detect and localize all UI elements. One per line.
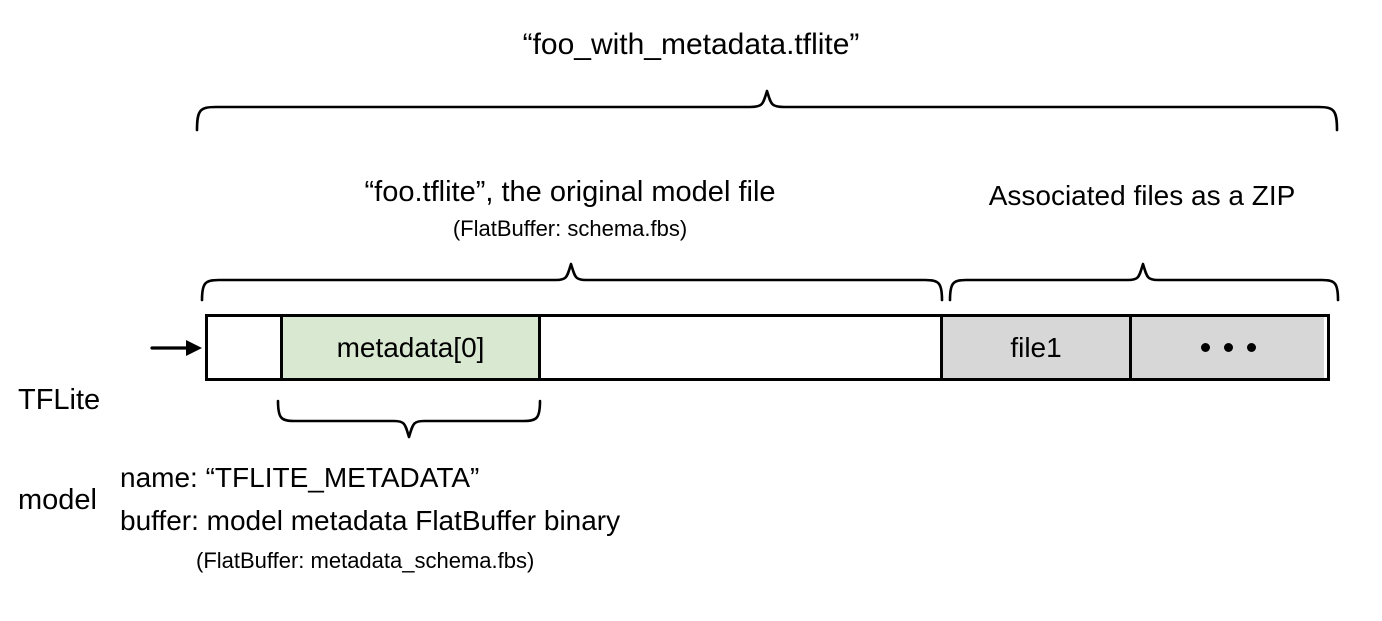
bar-cell-metadata: metadata[0] [280,317,538,378]
brace-whole-file [195,89,1339,132]
brace-model-file [200,262,944,302]
bar-cell-head [208,317,280,378]
bar-cell-model-body [538,317,940,378]
metadata-annotation-name: name: “TFLITE_METADATA” [120,462,480,493]
bar-cell-file1: file1 [940,317,1129,378]
tflite-model-caption-line1: TFLite [18,383,101,416]
model-section-label: “foo.tflite”, the original model file [364,176,776,208]
bar-cell-more-files [1129,317,1324,378]
metadata-annotation-buffer: buffer: model metadata FlatBuffer binary [120,505,621,536]
tflite-model-caption-line2: model [18,483,97,516]
model-section-sublabel: (FlatBuffer: schema.fbs) [452,216,688,241]
diagram-title: “foo_with_metadata.tflite” [522,28,860,61]
zip-section-label: Associated files as a ZIP [988,180,1296,211]
tflite-model-caption: TFLite model [18,317,158,584]
tflite-model-bar: metadata[0] file1 [205,314,1330,381]
brace-zip-files [948,262,1340,302]
right-arrow-icon [150,340,202,356]
ellipsis-icon [1200,343,1256,352]
brace-metadata-detail [276,399,542,439]
metadata-annotation-schema: (FlatBuffer: metadata_schema.fbs) [196,548,535,573]
